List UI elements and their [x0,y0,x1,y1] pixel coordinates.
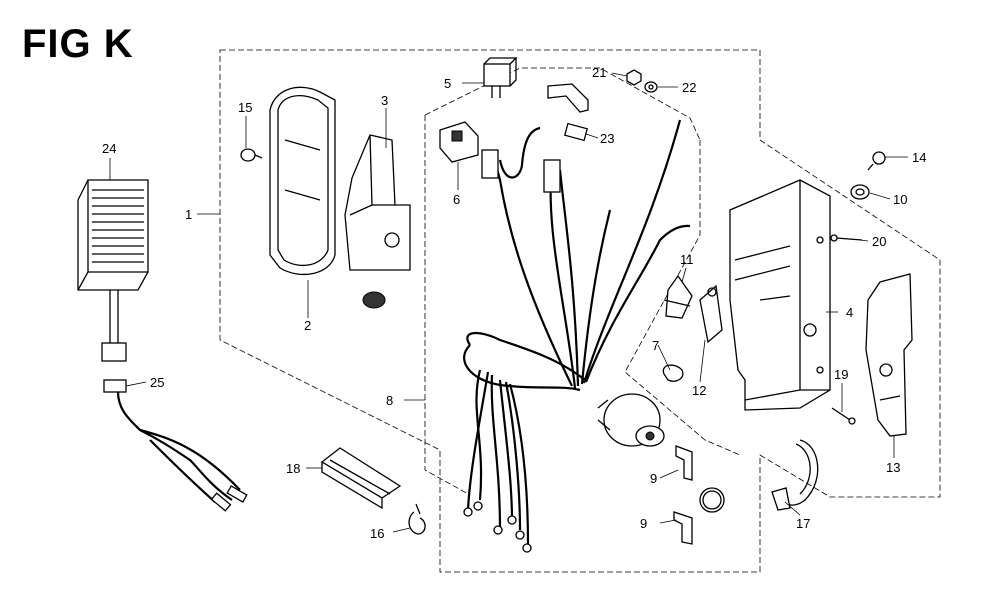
callout-4: 4 [846,305,853,320]
callout-25: 25 [150,375,164,390]
callout-labels: 1 2 3 4 5 6 7 8 9 9 10 11 12 13 14 15 16… [102,65,926,541]
callout-16: 16 [370,526,384,541]
callout-5: 5 [444,76,451,91]
part-4-panel [729,179,831,411]
ignition-switch [597,393,665,447]
part-17-strap [771,439,819,511]
part-9-clip-upper [675,445,693,481]
part-23-fuse [547,83,589,142]
part-9-o-ring [699,487,725,513]
callout-21: 21 [592,65,606,80]
part-8-main-harness [463,119,691,553]
part-20-screw [830,234,863,242]
callout-8: 8 [386,393,393,408]
part-16-clip [408,503,426,535]
callout-11: 11 [680,252,694,267]
callout-2: 2 [304,318,311,333]
callout-13: 13 [886,460,900,475]
figure-title: FIG K [22,22,134,66]
part-12-switch [699,284,723,344]
callout-3: 3 [381,93,388,108]
assembly-boundary-lines [219,49,941,573]
part-6-connector [439,121,479,163]
callout-20: 20 [872,234,886,249]
part-21-nut [626,69,642,86]
part-11-clamp [663,274,693,319]
leader-lines [109,72,908,533]
part-22-washer [644,81,658,93]
part-13-plate [865,273,913,437]
callout-15: 15 [238,100,252,115]
callout-22: 22 [682,80,696,95]
part-7-clip [662,364,684,382]
part-15-screw [240,148,263,162]
part-3-bracket [344,134,411,271]
callout-24: 24 [102,141,116,156]
callout-18: 18 [286,461,300,476]
part-24-regulator [77,179,149,362]
callout-6: 6 [453,192,460,207]
part-18-box [320,447,402,510]
callout-23: 23 [600,131,614,146]
part-5-relay [483,57,518,98]
callout-1: 1 [185,207,192,222]
part-2-cover [269,86,336,276]
callout-7: 7 [652,338,659,353]
callout-17: 17 [796,516,810,531]
part-9-clip-lower [673,511,693,545]
callout-14: 14 [912,150,926,165]
callout-10: 10 [893,192,907,207]
callout-12: 12 [692,383,706,398]
part-25-sub-harness [103,379,248,512]
part-19-screw [831,407,856,425]
part-14-screw [867,151,886,171]
part-10-grommet [850,184,870,200]
callout-9a: 9 [650,471,657,486]
grommet [362,291,386,309]
callout-19: 19 [834,367,848,382]
callout-9b: 9 [640,516,647,531]
